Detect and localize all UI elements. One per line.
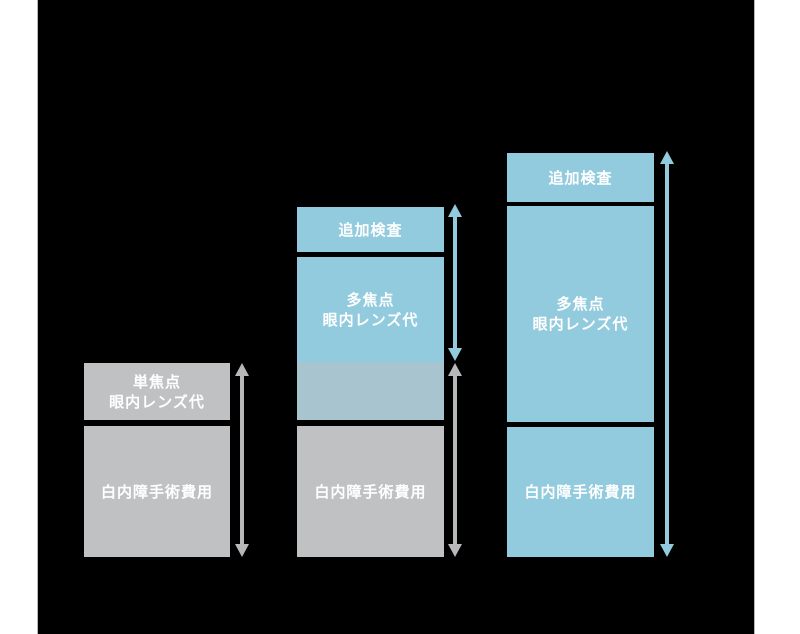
bar-label-line: 眼内レンズ代: [532, 315, 629, 333]
bar-multifocal-iol-fee: 多焦点 眼内レンズ代: [297, 257, 444, 362]
arrow-down-icon: [448, 348, 462, 361]
bar-cataract-surgery-fee: 白内障手術費用: [84, 426, 230, 557]
bar-label-line: 多焦点: [346, 290, 395, 309]
range-arrow: [448, 363, 462, 557]
bar-label-line: 単焦点: [132, 372, 181, 391]
bar-additional-exams: 追加検査: [507, 153, 654, 202]
bar-additional-exams: 追加検査: [297, 207, 444, 252]
arrow-up-icon: [448, 363, 462, 376]
arrow-shaft: [453, 376, 457, 544]
bar-cataract-surgery-fee: 白内障手術費用: [507, 427, 654, 557]
bar-label-line: 追加検査: [548, 168, 613, 187]
arrow-down-icon: [448, 544, 462, 557]
bar-cataract-surgery-fee: 白内障手術費用: [297, 426, 444, 557]
bar-label-line: 白内障手術費用: [314, 482, 427, 501]
arrow-shaft: [665, 164, 669, 544]
arrow-down-icon: [660, 544, 674, 557]
arrow-up-icon: [235, 363, 249, 376]
arrow-up-icon: [448, 204, 462, 217]
bar-label-line: 追加検査: [338, 220, 403, 239]
arrow-up-icon: [660, 151, 674, 164]
arrow-shaft: [240, 376, 244, 544]
bar-label-line: 多焦点: [556, 295, 605, 313]
range-arrow: [235, 363, 249, 557]
range-arrow: [448, 204, 462, 361]
arrow-shaft: [453, 217, 457, 348]
bar-label-line: 眼内レンズ代: [109, 392, 205, 411]
range-arrow: [660, 151, 674, 557]
bar-label-line: 白内障手術費用: [524, 483, 637, 501]
bar-label-line: 眼内レンズ代: [322, 310, 419, 329]
arrow-down-icon: [235, 544, 249, 557]
bar-label-line: 白内障手術費用: [100, 482, 213, 501]
bar-overlap-segment: [297, 362, 444, 420]
bar-monofocal-iol-fee: 単焦点 眼内レンズ代: [84, 363, 230, 420]
bar-multifocal-iol-fee: 多焦点 眼内レンズ代: [507, 206, 654, 422]
